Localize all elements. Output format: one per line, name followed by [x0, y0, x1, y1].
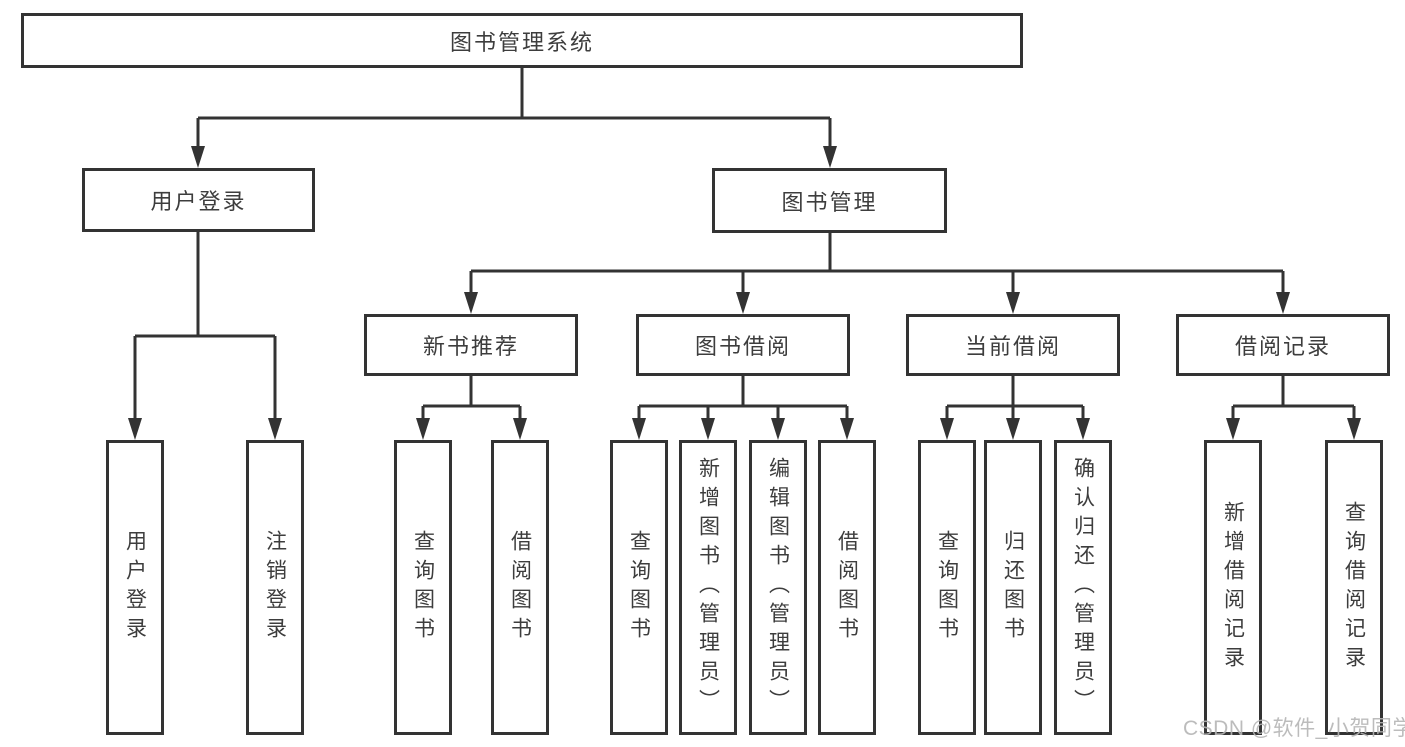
node-label: 借阅图书: [835, 529, 859, 646]
node-borrowing-records: 借阅记录: [1176, 314, 1390, 376]
node-label: 图书管理: [781, 189, 878, 215]
node-query-books-borrowing: 查询图书: [610, 440, 668, 735]
node-label: 借阅记录: [1234, 334, 1331, 359]
node-user-login: 用户登录: [82, 168, 315, 232]
node-label: 查询图书: [627, 529, 651, 646]
node-label: 用户登录: [150, 189, 247, 214]
node-logout-leaf: 注销登录: [246, 440, 304, 735]
node-confirm-return-admin: 确认归还（管理员）: [1054, 440, 1112, 735]
node-book-management: 图书管理: [712, 168, 947, 233]
node-query-books-recommend: 查询图书: [394, 440, 452, 735]
csdn-watermark: CSDN @软件_小贺同学: [1183, 717, 1405, 740]
node-query-borrow-record: 查询借阅记录: [1325, 440, 1383, 735]
node-edit-books-admin: 编辑图书（管理员）: [749, 440, 807, 735]
node-label: 新增图书（管理员）: [696, 457, 720, 718]
node-current-borrowing: 当前借阅: [906, 314, 1120, 376]
node-borrow-books-borrowing: 借阅图书: [818, 440, 876, 735]
node-label: 编辑图书（管理员）: [766, 457, 790, 718]
node-label: 新书推荐: [422, 334, 519, 359]
node-query-books-current: 查询图书: [918, 440, 976, 735]
node-label: 查询图书: [935, 529, 959, 646]
node-borrow-books-recommend: 借阅图书: [491, 440, 549, 735]
node-label: 确认归还（管理员）: [1071, 457, 1095, 718]
node-label: 查询借阅记录: [1342, 500, 1366, 675]
node-user-login-leaf: 用户登录: [106, 440, 164, 735]
node-label: 图书借阅: [694, 334, 791, 359]
node-return-books: 归还图书: [984, 440, 1042, 735]
node-label: 用户登录: [123, 529, 147, 646]
node-label: 注销登录: [263, 529, 287, 646]
node-label: 查询图书: [411, 529, 435, 646]
node-label: 图书管理系统: [449, 29, 594, 55]
node-label: 借阅图书: [508, 529, 532, 646]
node-new-book-recommend: 新书推荐: [364, 314, 578, 376]
node-add-books-admin: 新增图书（管理员）: [679, 440, 737, 735]
node-label: 新增借阅记录: [1221, 500, 1245, 675]
node-book-borrowing: 图书借阅: [636, 314, 850, 376]
node-library-management-system: 图书管理系统: [21, 13, 1023, 68]
node-label: 归还图书: [1001, 529, 1025, 646]
node-add-borrow-record: 新增借阅记录: [1204, 440, 1262, 735]
node-label: 当前借阅: [964, 334, 1061, 359]
